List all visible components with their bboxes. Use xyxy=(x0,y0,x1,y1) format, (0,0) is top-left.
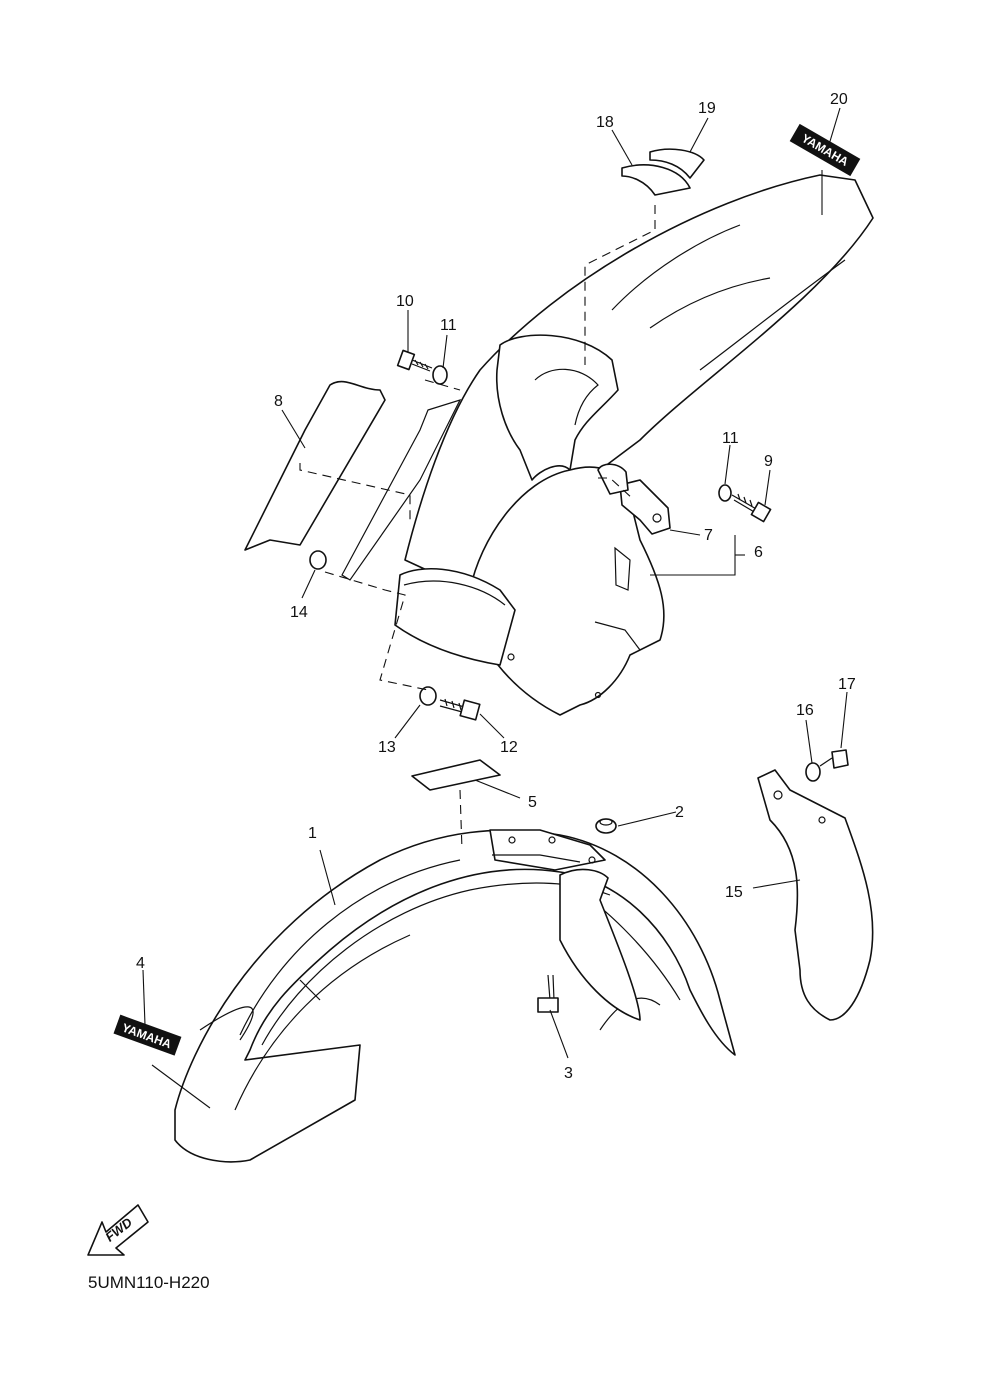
callout-9: 9 xyxy=(764,453,773,470)
bolt-3 xyxy=(537,974,559,1013)
washer-14 xyxy=(309,550,327,570)
callout-4: 4 xyxy=(136,955,145,972)
bolt-9 xyxy=(731,493,772,523)
rear-yamaha-decal: YAMAHA xyxy=(789,123,861,177)
callout-18: 18 xyxy=(596,114,614,131)
callout-12: 12 xyxy=(500,739,518,756)
front-yamaha-decal: YAMAHA xyxy=(113,1014,182,1056)
callout-5: 5 xyxy=(528,794,537,811)
bolt-10 xyxy=(396,349,433,372)
callout-13: 13 xyxy=(378,739,396,756)
callout-19: 19 xyxy=(698,100,716,117)
callout-numbers: 1 2 3 4 5 6 7 8 9 10 11 11 12 13 14 15 1… xyxy=(136,91,856,1082)
assembly-lines xyxy=(299,205,656,851)
decal-5 xyxy=(411,759,501,791)
washer-13 xyxy=(419,686,437,706)
diagram-code: 5UMN110-H220 xyxy=(88,1273,210,1292)
callout-11-right: 11 xyxy=(722,430,739,447)
callout-8: 8 xyxy=(274,393,283,410)
callout-2: 2 xyxy=(675,804,684,821)
number-plate-15 xyxy=(757,769,874,1021)
callout-17: 17 xyxy=(838,676,856,693)
callout-20: 20 xyxy=(830,91,848,108)
callout-11-upper: 11 xyxy=(440,317,457,334)
callout-10: 10 xyxy=(396,293,414,310)
fwd-arrow-icon: FWD xyxy=(87,1204,149,1256)
callout-3: 3 xyxy=(564,1065,573,1082)
callout-1: 1 xyxy=(308,825,317,842)
screw-17 xyxy=(819,749,849,769)
rear-fender xyxy=(394,174,874,716)
callout-6: 6 xyxy=(754,544,763,561)
nut-2 xyxy=(595,818,617,834)
rear-flap xyxy=(244,380,462,581)
callout-15: 15 xyxy=(725,884,743,901)
washer-16 xyxy=(805,762,821,782)
bolt-12 xyxy=(439,698,481,721)
washer-11-upper xyxy=(432,365,448,385)
callout-16: 16 xyxy=(796,702,814,719)
front-fender xyxy=(174,829,736,1163)
callout-7: 7 xyxy=(704,527,713,544)
leader-lines xyxy=(142,107,848,1109)
washer-11-right xyxy=(718,484,732,502)
callout-14: 14 xyxy=(290,604,308,621)
rear-decal-18-19 xyxy=(621,148,705,196)
